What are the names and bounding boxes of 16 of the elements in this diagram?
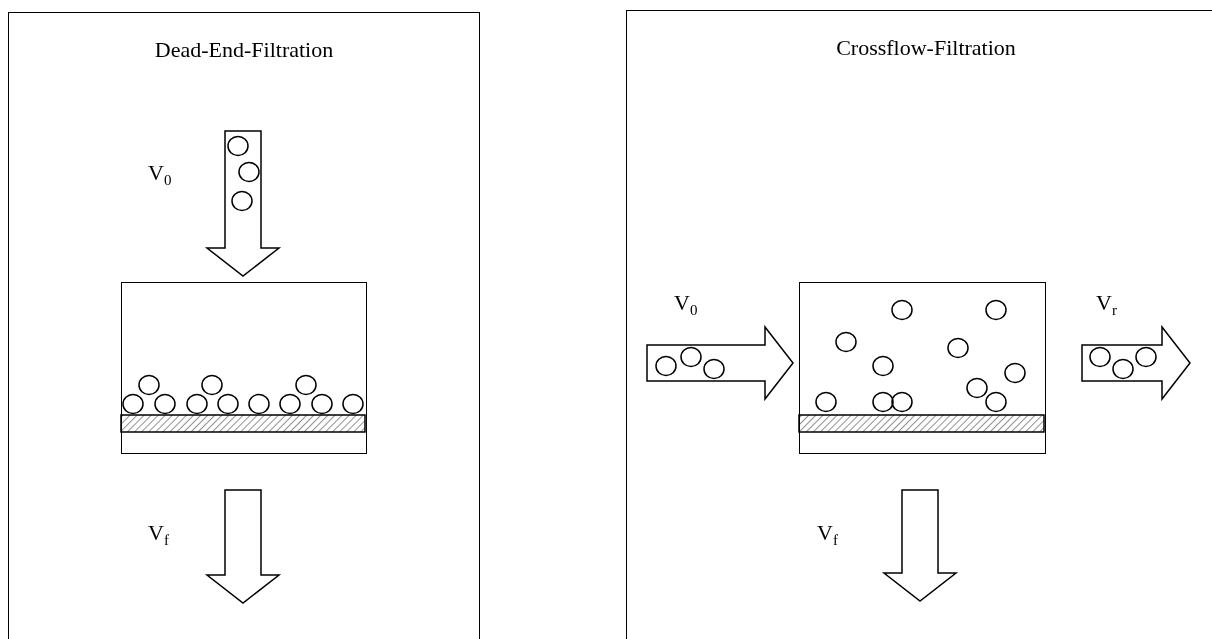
block-arrow: [1081, 324, 1191, 402]
panel-title: Dead-End-Filtration: [153, 37, 335, 63]
panel-title: Crossflow-Filtration: [835, 35, 1017, 61]
flow-label: V$_{0}$: [674, 292, 698, 319]
block-arrow: [204, 489, 282, 604]
filtration-panel: [626, 10, 1212, 639]
filtration-panel: [8, 12, 480, 639]
block-arrow: [881, 489, 959, 602]
flow-label: V$_{r}$: [1096, 292, 1117, 319]
flow-label: V$_{f}$: [817, 522, 838, 549]
filter-chamber: [121, 282, 367, 454]
block-arrow: [204, 130, 282, 277]
flow-label: V$_{f}$: [148, 522, 169, 549]
filter-chamber: [799, 282, 1046, 454]
block-arrow: [646, 324, 794, 402]
flow-label: V$_{0}$: [148, 162, 172, 189]
